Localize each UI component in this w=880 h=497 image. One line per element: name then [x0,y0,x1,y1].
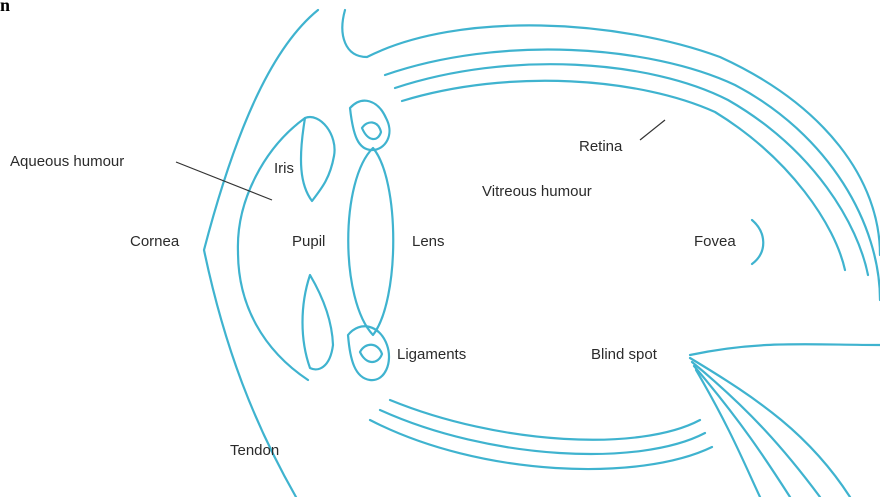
ligament-lower [360,345,382,362]
iris-lower [303,275,334,369]
optic-nerve-top [690,344,880,355]
fovea-label: Fovea [694,233,736,250]
optic-nerve-strand-1 [690,358,850,497]
blind-spot-label: Blind spot [591,346,658,363]
lens-label: Lens [412,233,445,250]
ligaments-label: Ligaments [397,346,466,363]
retina-label: Retina [579,138,623,155]
iris-label: Iris [274,160,294,177]
ciliary-body-upper [350,101,389,150]
fovea-outline [752,220,763,264]
corner-text-fragment: n [0,0,10,15]
optic-nerve-strand-3 [694,366,790,497]
sclera-top-outline [342,10,880,255]
aqueous-humour-label: Aqueous humour [10,153,124,170]
lens-outline [348,148,393,335]
retina-leader [640,120,665,140]
tendon-label: Tendon [230,442,279,459]
vitreous-humour-label: Vitreous humour [482,183,592,200]
ligament-upper [362,122,381,139]
retina-outline [402,81,845,270]
eyeball-wall-middle [395,64,868,275]
cornea-outer-outline [204,10,318,497]
lower-wall-outer [390,400,700,440]
lower-wall-middle [380,410,705,454]
cornea-label: Cornea [130,233,180,250]
aqueous-humour-leader [176,162,272,200]
optic-nerve-strand-2 [692,362,820,497]
pupil-label: Pupil [292,233,325,250]
iris-upper [301,117,335,201]
